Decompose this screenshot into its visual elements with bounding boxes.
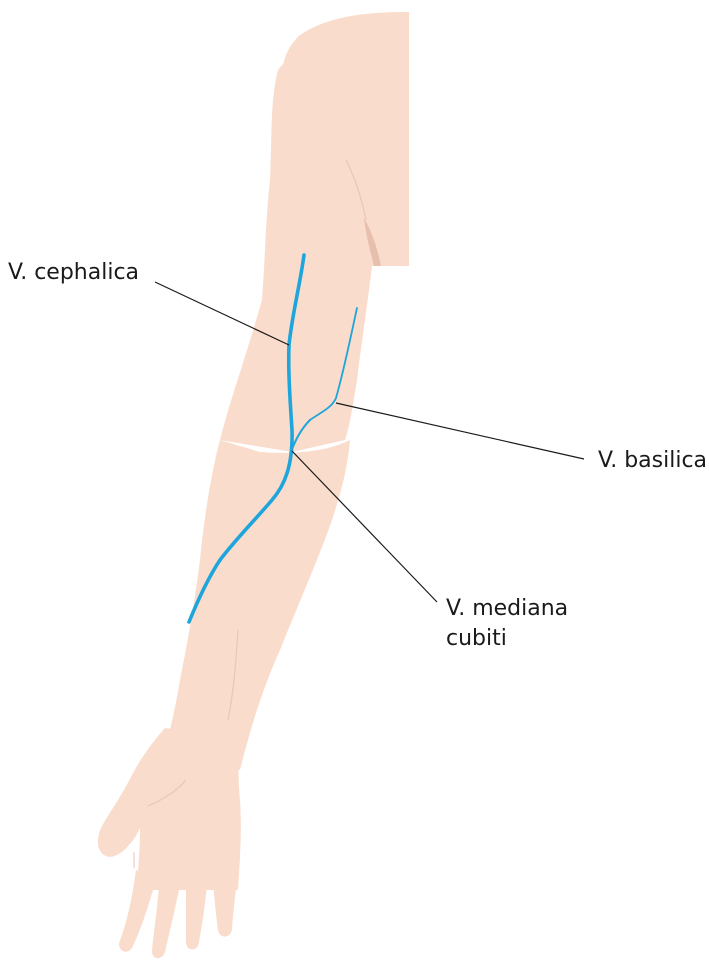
finger-little [212, 870, 238, 937]
forearm [165, 440, 350, 770]
finger-index [119, 870, 156, 952]
label-v-mediana-line2: cubiti [446, 624, 568, 654]
finger-ring [186, 872, 208, 950]
upper-arm [220, 49, 390, 452]
hand-palm [98, 728, 241, 890]
label-v-cephalica: V. cephalica [8, 258, 139, 288]
leader-basilica [336, 403, 584, 459]
label-v-basilica: V. basilica [598, 446, 707, 476]
label-v-mediana-line1: V. mediana [446, 594, 568, 624]
label-v-mediana-cubiti: V. mediana cubiti [446, 594, 568, 654]
